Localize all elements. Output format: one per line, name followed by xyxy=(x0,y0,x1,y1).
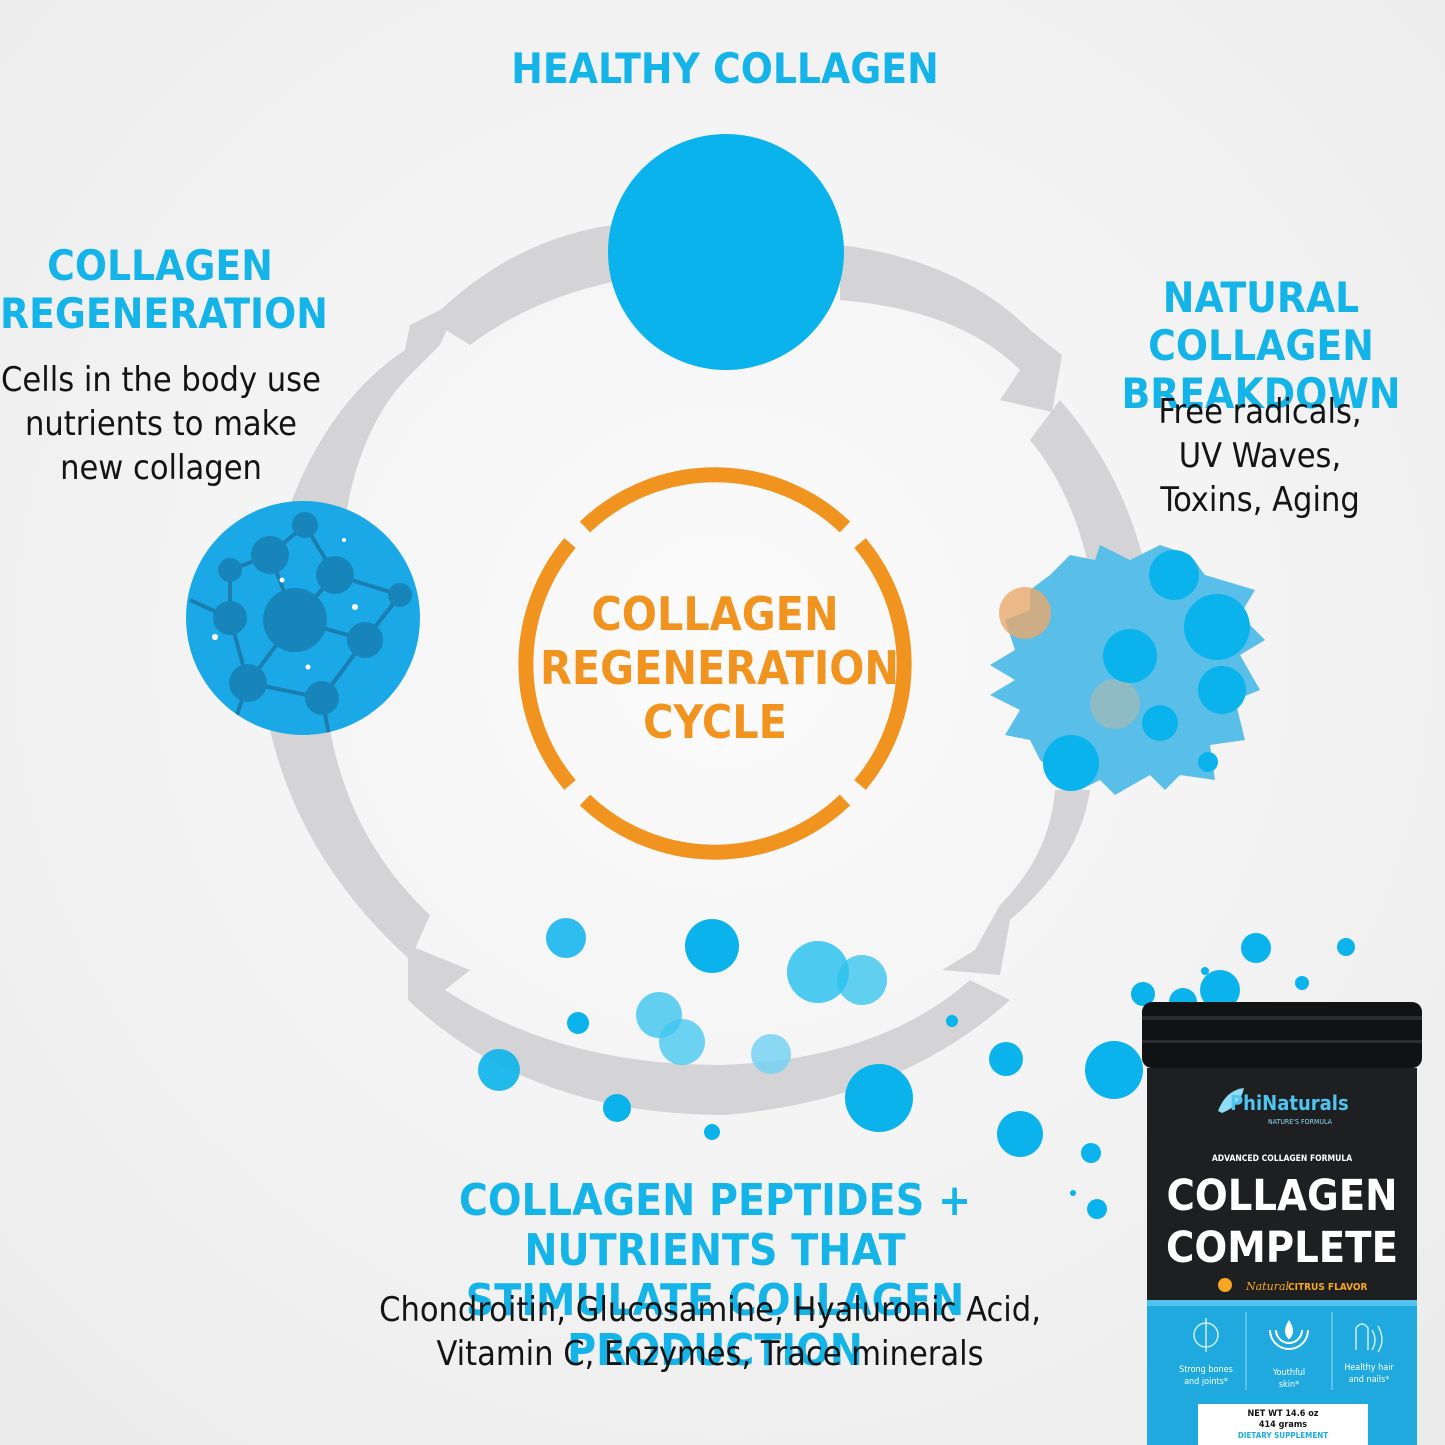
damaged-collagen-icon xyxy=(990,545,1265,795)
benefit3-line1: Healthy hair xyxy=(1344,1363,1394,1373)
title-line: NATURAL COLLAGEN xyxy=(1148,273,1374,370)
formula-label: ADVANCED COLLAGEN FORMULA xyxy=(1212,1154,1352,1164)
description-line: Toxins, Aging xyxy=(1160,480,1360,521)
orange-slice-icon xyxy=(1218,1278,1232,1292)
title-line: BREAKDOWN xyxy=(1121,368,1401,418)
arrow-left-up xyxy=(270,730,430,960)
cycle-center-label: COLLAGEN REGENERATION CYCLE xyxy=(540,587,900,749)
product-name-line1: COLLAGEN xyxy=(1166,1171,1397,1221)
title-line: COLLAGEN xyxy=(47,241,273,290)
peptide-bubbles xyxy=(478,918,1355,1219)
center-line: REGENERATION xyxy=(540,640,900,695)
arrow-top-left xyxy=(430,225,612,345)
net-weight-panel xyxy=(1198,1404,1368,1445)
leaf-logo-icon xyxy=(1218,1088,1244,1113)
arrow-right-lower xyxy=(942,790,1090,975)
center-line: COLLAGEN xyxy=(591,587,839,641)
description-line: Cells in the body use xyxy=(1,360,321,400)
center-line: CYCLE xyxy=(643,694,787,749)
benefit2-line1: Youthful xyxy=(1272,1368,1305,1378)
title-line: REGENERATION xyxy=(0,288,328,338)
benefit1-line1: Strong bones xyxy=(1179,1365,1233,1375)
product-name-line2: COMPLETE xyxy=(1166,1223,1398,1273)
description-line: new collagen xyxy=(60,448,262,489)
description-line: Free radicals, xyxy=(1158,392,1362,432)
healthy-collagen-title: HEALTHY COLLAGEN xyxy=(450,45,1000,93)
peptides-nutrients-description: Chondroitin, Glucosamine, Hyaluronic Aci… xyxy=(360,1288,1060,1376)
joint-icon xyxy=(1193,1318,1219,1352)
collagen-breakdown-description: Free radicals, UV Waves, Toxins, Aging xyxy=(1120,390,1400,523)
net-weight: NET WT 14.6 oz xyxy=(1248,1409,1319,1419)
benefit3-line2: and nails* xyxy=(1349,1375,1390,1385)
grams: 414 grams xyxy=(1259,1420,1307,1430)
collagen-regeneration-description: Cells in the body use nutrients to make … xyxy=(0,358,322,491)
healthy-collagen-circle xyxy=(608,134,844,370)
description-line: nutrients to make xyxy=(25,404,297,445)
supplement-label: DIETARY SUPPLEMENT xyxy=(1238,1431,1328,1440)
skin-drop-icon xyxy=(1269,1320,1309,1350)
collagen-breakdown-title: NATURAL COLLAGEN BREAKDOWN xyxy=(1080,274,1442,418)
hair-nails-icon xyxy=(1355,1323,1383,1353)
center-ring xyxy=(518,467,912,860)
arrow-right-down xyxy=(1030,400,1150,600)
collagen-network-icon xyxy=(186,501,420,735)
healthy-collagen-title-text: HEALTHY COLLAGEN xyxy=(511,44,939,93)
title-line: COLLAGEN PEPTIDES + NUTRIENTS THAT xyxy=(458,1175,972,1277)
flavor-label: CITRUS FLAVOR xyxy=(1288,1282,1368,1293)
flavor-prefix: Natural xyxy=(1245,1280,1290,1293)
brand-name: PhiNaturals xyxy=(1230,1091,1349,1115)
arrow-left-upper xyxy=(290,300,460,520)
brand-tagline: NATURE'S FORMULA xyxy=(1268,1118,1333,1126)
description-line: UV Waves, xyxy=(1178,436,1342,477)
description-line: Vitamin C, Enzymes, Trace minerals xyxy=(436,1334,984,1375)
jar-lid xyxy=(1142,1002,1422,1068)
benefit2-line2: skin* xyxy=(1279,1380,1299,1390)
benefit1-line2: and joints* xyxy=(1184,1377,1228,1387)
description-line: Chondroitin, Glucosamine, Hyaluronic Aci… xyxy=(379,1290,1041,1330)
arrow-top-right xyxy=(840,245,1062,412)
product-jar: PhiNaturals NATURE'S FORMULA ADVANCED CO… xyxy=(1142,1002,1422,1445)
peptides-nutrients-title: COLLAGEN PEPTIDES + NUTRIENTS THAT STIMU… xyxy=(330,1175,1100,1377)
collagen-regeneration-title: COLLAGEN REGENERATION xyxy=(0,241,328,338)
title-line: STIMULATE COLLAGEN PRODUCTION xyxy=(465,1275,965,1377)
